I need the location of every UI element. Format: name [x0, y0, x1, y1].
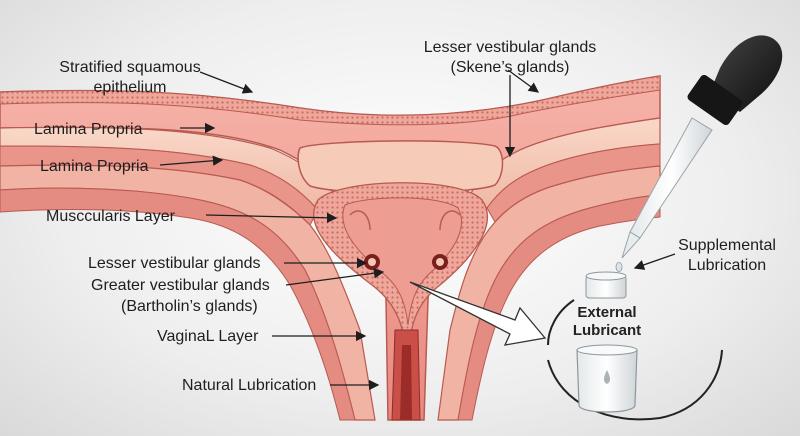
label-external-line1: External	[577, 304, 637, 321]
central-cavity	[297, 140, 504, 421]
lubricant-circle	[547, 299, 723, 421]
leader-lines	[159, 69, 676, 391]
label-lesser-vestibular-top-line1: Lesser vestibular glands	[423, 39, 597, 56]
label-greater-vestibular: Greater vestibular glands	[91, 277, 270, 294]
label-stratified-line1: Stratified squamous	[59, 59, 201, 76]
label-lesser-vestibular-left: Lesser vestibular glands	[88, 255, 261, 272]
small-jar	[585, 271, 627, 299]
label-lamina-propria-2: Lamina Propria	[40, 158, 149, 175]
label-supplemental-line2: Lubrication	[687, 257, 767, 274]
transfer-arrow	[409, 281, 547, 346]
label-stratified-line2: epithelium	[93, 79, 167, 96]
dropper	[615, 35, 783, 272]
label-lamina-propria-1: Lamina Propria	[34, 121, 143, 138]
label-supplemental-line1: Supplemental	[678, 237, 776, 254]
label-vaginal-layer: VaginaL Layer	[157, 328, 259, 345]
label-lesser-vestibular-top-line2: (Skene’s glands)	[450, 59, 570, 76]
label-bartholins: (Bartholin’s glands)	[121, 298, 258, 315]
label-muscularis: Musccularis Layer	[46, 208, 175, 225]
label-external-line2: Lubricant	[572, 322, 642, 339]
left-wing-layers	[0, 126, 376, 421]
label-natural-lubrication: Natural Lubrication	[182, 377, 317, 394]
